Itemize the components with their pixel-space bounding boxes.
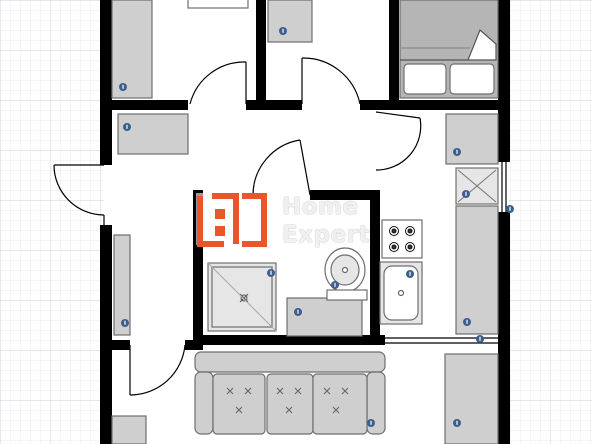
logo-mark xyxy=(196,193,267,247)
info-marker xyxy=(506,205,514,213)
sofa-tufts xyxy=(226,387,349,414)
info-marker xyxy=(462,190,470,198)
info-marker xyxy=(121,319,129,327)
stove-burners xyxy=(389,226,415,252)
info-marker xyxy=(406,270,414,278)
info-marker xyxy=(279,27,287,35)
info-marker xyxy=(463,318,471,326)
info-marker xyxy=(267,269,275,277)
logo-word-home: Home xyxy=(282,194,359,220)
info-marker xyxy=(123,123,131,131)
walls xyxy=(100,0,510,444)
shower-detail xyxy=(207,262,277,332)
logo-word-expert: Expert xyxy=(282,222,370,248)
info-marker xyxy=(453,148,461,156)
info-marker xyxy=(331,281,339,289)
info-marker xyxy=(367,419,375,427)
info-marker xyxy=(453,419,461,427)
info-marker xyxy=(476,335,484,343)
info-marker xyxy=(294,308,302,316)
info-marker xyxy=(119,83,127,91)
sink-faucet xyxy=(341,266,405,297)
doors xyxy=(53,57,422,396)
